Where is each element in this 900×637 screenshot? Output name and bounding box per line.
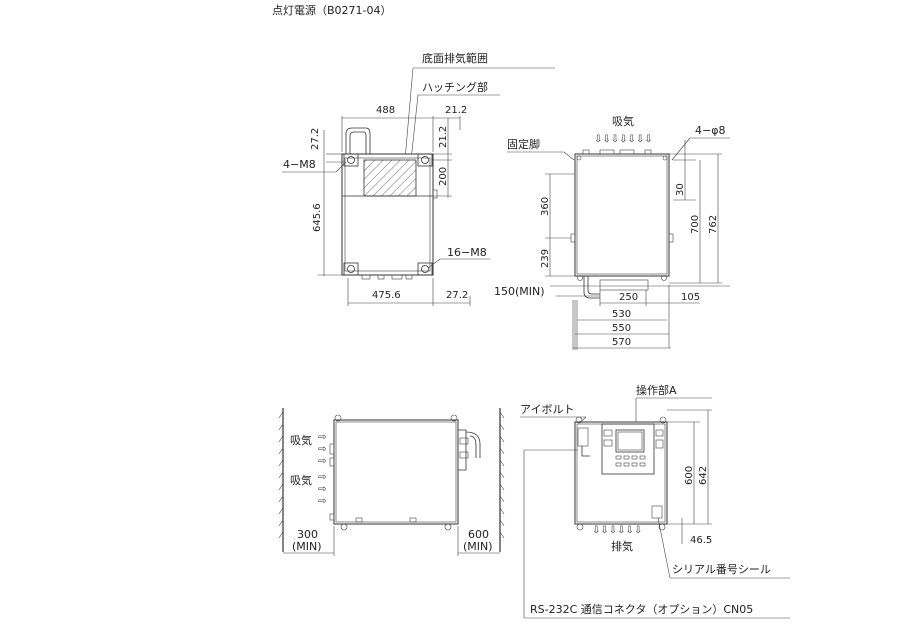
dim-30: 30 [675,183,686,196]
bottom-exhaust-label: 底面排気範囲 [422,51,488,65]
side-intake-arrows-3: ⇨ [318,456,326,467]
dim-top-width: 488 [376,105,395,116]
dim-762: 762 [708,215,719,234]
fixed-foot-label: 固定脚 [507,137,540,151]
dim-530: 530 [612,309,631,320]
dim-239: 239 [540,249,551,268]
dim-left-height: 645.6 [312,203,323,232]
side-intake-arrows-5: ⇨ [318,484,326,495]
dim-bottom-width: 475.6 [372,290,401,301]
dim-642: 642 [698,466,709,485]
hatching-label: ハッチング部 [422,80,488,94]
dim-46-5: 46.5 [690,535,712,546]
dim-570: 570 [612,337,631,348]
intake-label-side-2: 吸気 [290,473,312,487]
dim-360: 360 [540,197,551,216]
min-300-unit: (MIN) [292,540,322,553]
side-intake-arrows-6: ⇨ [318,496,326,507]
exhaust-arrows: ⇩⇩⇩⇩⇩⇩ [592,525,642,536]
min-150-label: 150(MIN) [494,285,545,298]
dim-105: 105 [681,292,700,303]
front-view: 吸気 ⇩⇩⇩⇩⇩⇩⇩ 固定脚 4−φ8 [494,114,730,350]
min-300-value: 300 [297,528,318,541]
bolt-4-label: 4−M8 [283,158,316,171]
dim-top-right: 21.2 [445,105,467,116]
dim-550: 550 [612,323,631,334]
intake-label-side-1: 吸気 [290,433,312,447]
intake-label-top: 吸気 [612,114,634,128]
dim-left-top: 27.2 [310,128,321,150]
dim-bottom-right: 27.2 [446,290,468,301]
min-600-unit: (MIN) [463,540,493,553]
dim-250: 250 [619,292,638,303]
min-600-value: 600 [468,528,489,541]
drawing-title: 点灯電源（B0271-04） [272,3,392,17]
holes-label: 4−φ8 [695,124,725,137]
side-intake-arrows-4: ⇨ [318,472,326,483]
rs232c-connector-label: RS-232C 通信コネクタ（オプション）CN05 [530,603,753,616]
bolt-16-label: 16−M8 [447,246,487,259]
dim-600: 600 [684,466,695,485]
dim-700: 700 [690,215,701,234]
side-intake-arrows-2: ⇨ [318,444,326,455]
eyebolt-label: アイボルト [520,403,574,416]
top-view: 底面排気範囲 ハッチング部 488 21.2 [282,51,555,306]
panel-a-label: 操作部A [636,383,677,397]
side-view: 吸気 吸気 ⇨ ⇨ ⇨ ⇨ ⇨ ⇨ 300 (MIN) 600 (M [278,408,505,556]
dim-right-top: 21.2 [438,126,449,148]
intake-arrows: ⇩⇩⇩⇩⇩⇩⇩ [594,134,653,145]
serial-seal-label: シリアル番号シール [672,563,771,576]
rear-view: アイボルト 操作部A ⇩⇩⇩⇩⇩⇩ 排気 [520,383,790,619]
exhaust-label: 排気 [611,539,633,553]
side-intake-arrows-1: ⇨ [318,432,326,443]
dim-right-200: 200 [438,167,449,186]
